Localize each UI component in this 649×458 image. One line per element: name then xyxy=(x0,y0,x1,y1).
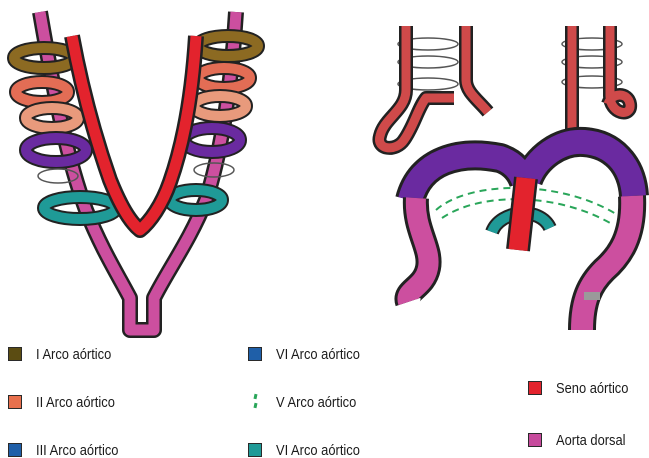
right-thin-spiral-rings xyxy=(398,38,622,90)
legend-item-arch-1: I Arco aórtico xyxy=(8,344,124,364)
legend-label: III Arco aórtico xyxy=(36,442,118,458)
legend-swatch xyxy=(8,347,22,361)
legend-label: Seno aórtico xyxy=(556,380,628,397)
legend-item-arch-3: III Arco aórtico xyxy=(8,440,132,458)
legend-label: V Arco aórtico xyxy=(276,394,356,411)
legend-label: VI Arco aórtico xyxy=(276,346,360,363)
legend-swatch xyxy=(248,443,262,457)
legend-label: I Arco aórtico xyxy=(36,346,111,363)
legend-swatch xyxy=(528,433,542,447)
right-carotid-left xyxy=(379,26,488,148)
right-aortic-sinus xyxy=(518,178,526,250)
legend-item-dorsal-aorta: Aorta dorsal xyxy=(528,430,637,450)
legend-swatch xyxy=(8,443,22,457)
legend-swatch xyxy=(248,347,262,361)
legend-item-arch-6b: VI Arco aórtico xyxy=(248,440,374,458)
legend-item-arch-2: II Arco aórtico xyxy=(8,392,128,412)
legend-dashed-line-icon xyxy=(248,392,262,412)
legend-swatch xyxy=(528,381,542,395)
legend-swatch xyxy=(8,395,22,409)
legend-label: Aorta dorsal xyxy=(556,432,626,449)
legend-item-aortic-sinus: Seno aórtico xyxy=(528,378,640,398)
legend-item-arch-6a: VI Arco aórtico xyxy=(248,344,374,364)
legend-item-arch-5: V Arco aórtico xyxy=(248,392,369,412)
right-carotid-right xyxy=(572,26,630,130)
legend-label: II Arco aórtico xyxy=(36,394,115,411)
legend-label: VI Arco aórtico xyxy=(276,442,360,458)
